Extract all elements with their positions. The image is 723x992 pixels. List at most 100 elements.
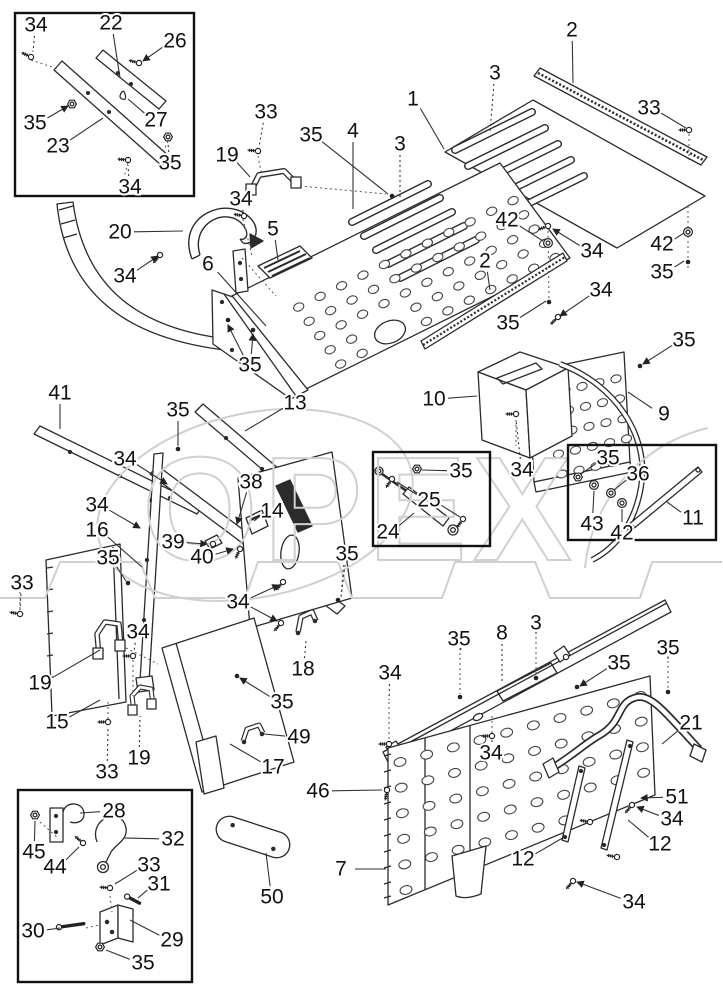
leader-line — [250, 584, 280, 599]
leader-line — [274, 239, 279, 261]
callout-34: 34 — [622, 891, 646, 914]
leader-line — [235, 492, 248, 525]
callout-45: 45 — [22, 841, 45, 864]
leader-line — [106, 727, 109, 762]
callout-35: 35 — [96, 547, 119, 570]
assembly-dotted-line — [242, 218, 253, 257]
dot-icon — [250, 327, 256, 333]
leader-line — [112, 33, 121, 79]
panel-15 — [45, 543, 127, 717]
callout-34: 34 — [126, 621, 150, 644]
panel-hole — [423, 826, 437, 837]
panel-hole — [345, 334, 358, 344]
panel-hole — [553, 713, 567, 723]
callout-41: 41 — [48, 382, 71, 405]
callout-35: 35 — [166, 399, 189, 422]
dot-icon — [637, 363, 643, 369]
callout-18: 18 — [291, 658, 314, 681]
screw-icon — [9, 610, 24, 618]
leader-line — [674, 260, 685, 268]
panel-hole — [378, 298, 390, 309]
screw-icon — [233, 212, 248, 220]
leader-line — [627, 391, 653, 409]
leader-line — [398, 512, 415, 526]
panel-hole — [464, 217, 476, 227]
leader-line — [580, 463, 597, 475]
panel-hole — [463, 295, 475, 305]
panel-hole — [528, 224, 540, 234]
leader-line — [265, 852, 271, 887]
leader-line — [486, 271, 491, 291]
panel-hole — [590, 461, 602, 471]
leader-line — [46, 927, 61, 931]
washer-icon — [588, 479, 600, 491]
callout-36: 36 — [626, 463, 649, 486]
callout-34: 34 — [118, 176, 142, 199]
screw-icon — [385, 475, 396, 488]
handle-19-left — [92, 619, 126, 660]
callout-34: 34 — [660, 808, 684, 831]
screw-icon — [122, 652, 137, 660]
callout-35: 35 — [238, 354, 261, 377]
knob-32 — [94, 815, 127, 874]
callout-33: 33 — [637, 97, 660, 120]
callout-8: 8 — [496, 622, 508, 645]
screw-icon — [481, 732, 496, 740]
panel-hole — [335, 281, 348, 291]
dot-icon — [574, 684, 580, 690]
leader-line — [107, 536, 143, 568]
panel-hole — [410, 263, 423, 273]
leader-line — [396, 481, 418, 496]
leader-line — [239, 677, 271, 698]
dot-icon — [533, 675, 539, 681]
leader-line — [321, 141, 389, 195]
callout-34: 34 — [229, 188, 253, 211]
panel-7-cutout — [451, 845, 487, 899]
callout-10: 10 — [422, 388, 445, 411]
washer-icon — [616, 497, 628, 509]
callout-34: 34 — [378, 662, 402, 685]
callout-40: 40 — [190, 546, 213, 569]
panel-hole — [580, 705, 594, 716]
strap-12-right — [600, 739, 634, 851]
leader-line — [331, 789, 383, 792]
panel-hole — [620, 434, 633, 444]
callout-35: 35 — [447, 628, 470, 651]
callout-27: 27 — [144, 109, 167, 132]
screw-icon — [579, 818, 594, 826]
panel-hole — [422, 800, 436, 811]
hook-20 — [188, 207, 264, 294]
callout-17: 17 — [261, 756, 284, 779]
latch-middle — [553, 645, 571, 663]
leader-line — [227, 324, 244, 356]
screw-icon — [21, 51, 35, 61]
leader-line — [47, 105, 69, 119]
panel-hole — [450, 819, 464, 830]
screw-icon — [152, 251, 164, 264]
callout-23: 23 — [46, 135, 69, 158]
leader-line — [33, 820, 36, 842]
leader-line — [576, 880, 621, 899]
leader-line — [661, 729, 681, 745]
callout-34: 34 — [113, 265, 137, 288]
washer-icon — [605, 487, 617, 499]
plate-50 — [215, 815, 291, 859]
dot-icon — [175, 446, 181, 452]
leader-line — [133, 642, 136, 653]
watermark-gear-arc — [584, 427, 709, 569]
leader-line — [515, 419, 521, 460]
callout-35: 35 — [131, 952, 154, 975]
screw-icon — [99, 884, 114, 892]
dot-icon — [665, 689, 671, 695]
screw-icon — [606, 853, 621, 861]
callout-46: 46 — [306, 780, 329, 803]
callout-19: 19 — [127, 747, 150, 770]
callout-24: 24 — [376, 521, 400, 544]
panel-hole — [501, 753, 515, 764]
panel-hole — [421, 775, 435, 786]
panel-hole — [576, 381, 588, 391]
callout-1: 1 — [407, 88, 419, 111]
leader-line — [244, 407, 284, 432]
callout-38: 38 — [239, 471, 262, 494]
